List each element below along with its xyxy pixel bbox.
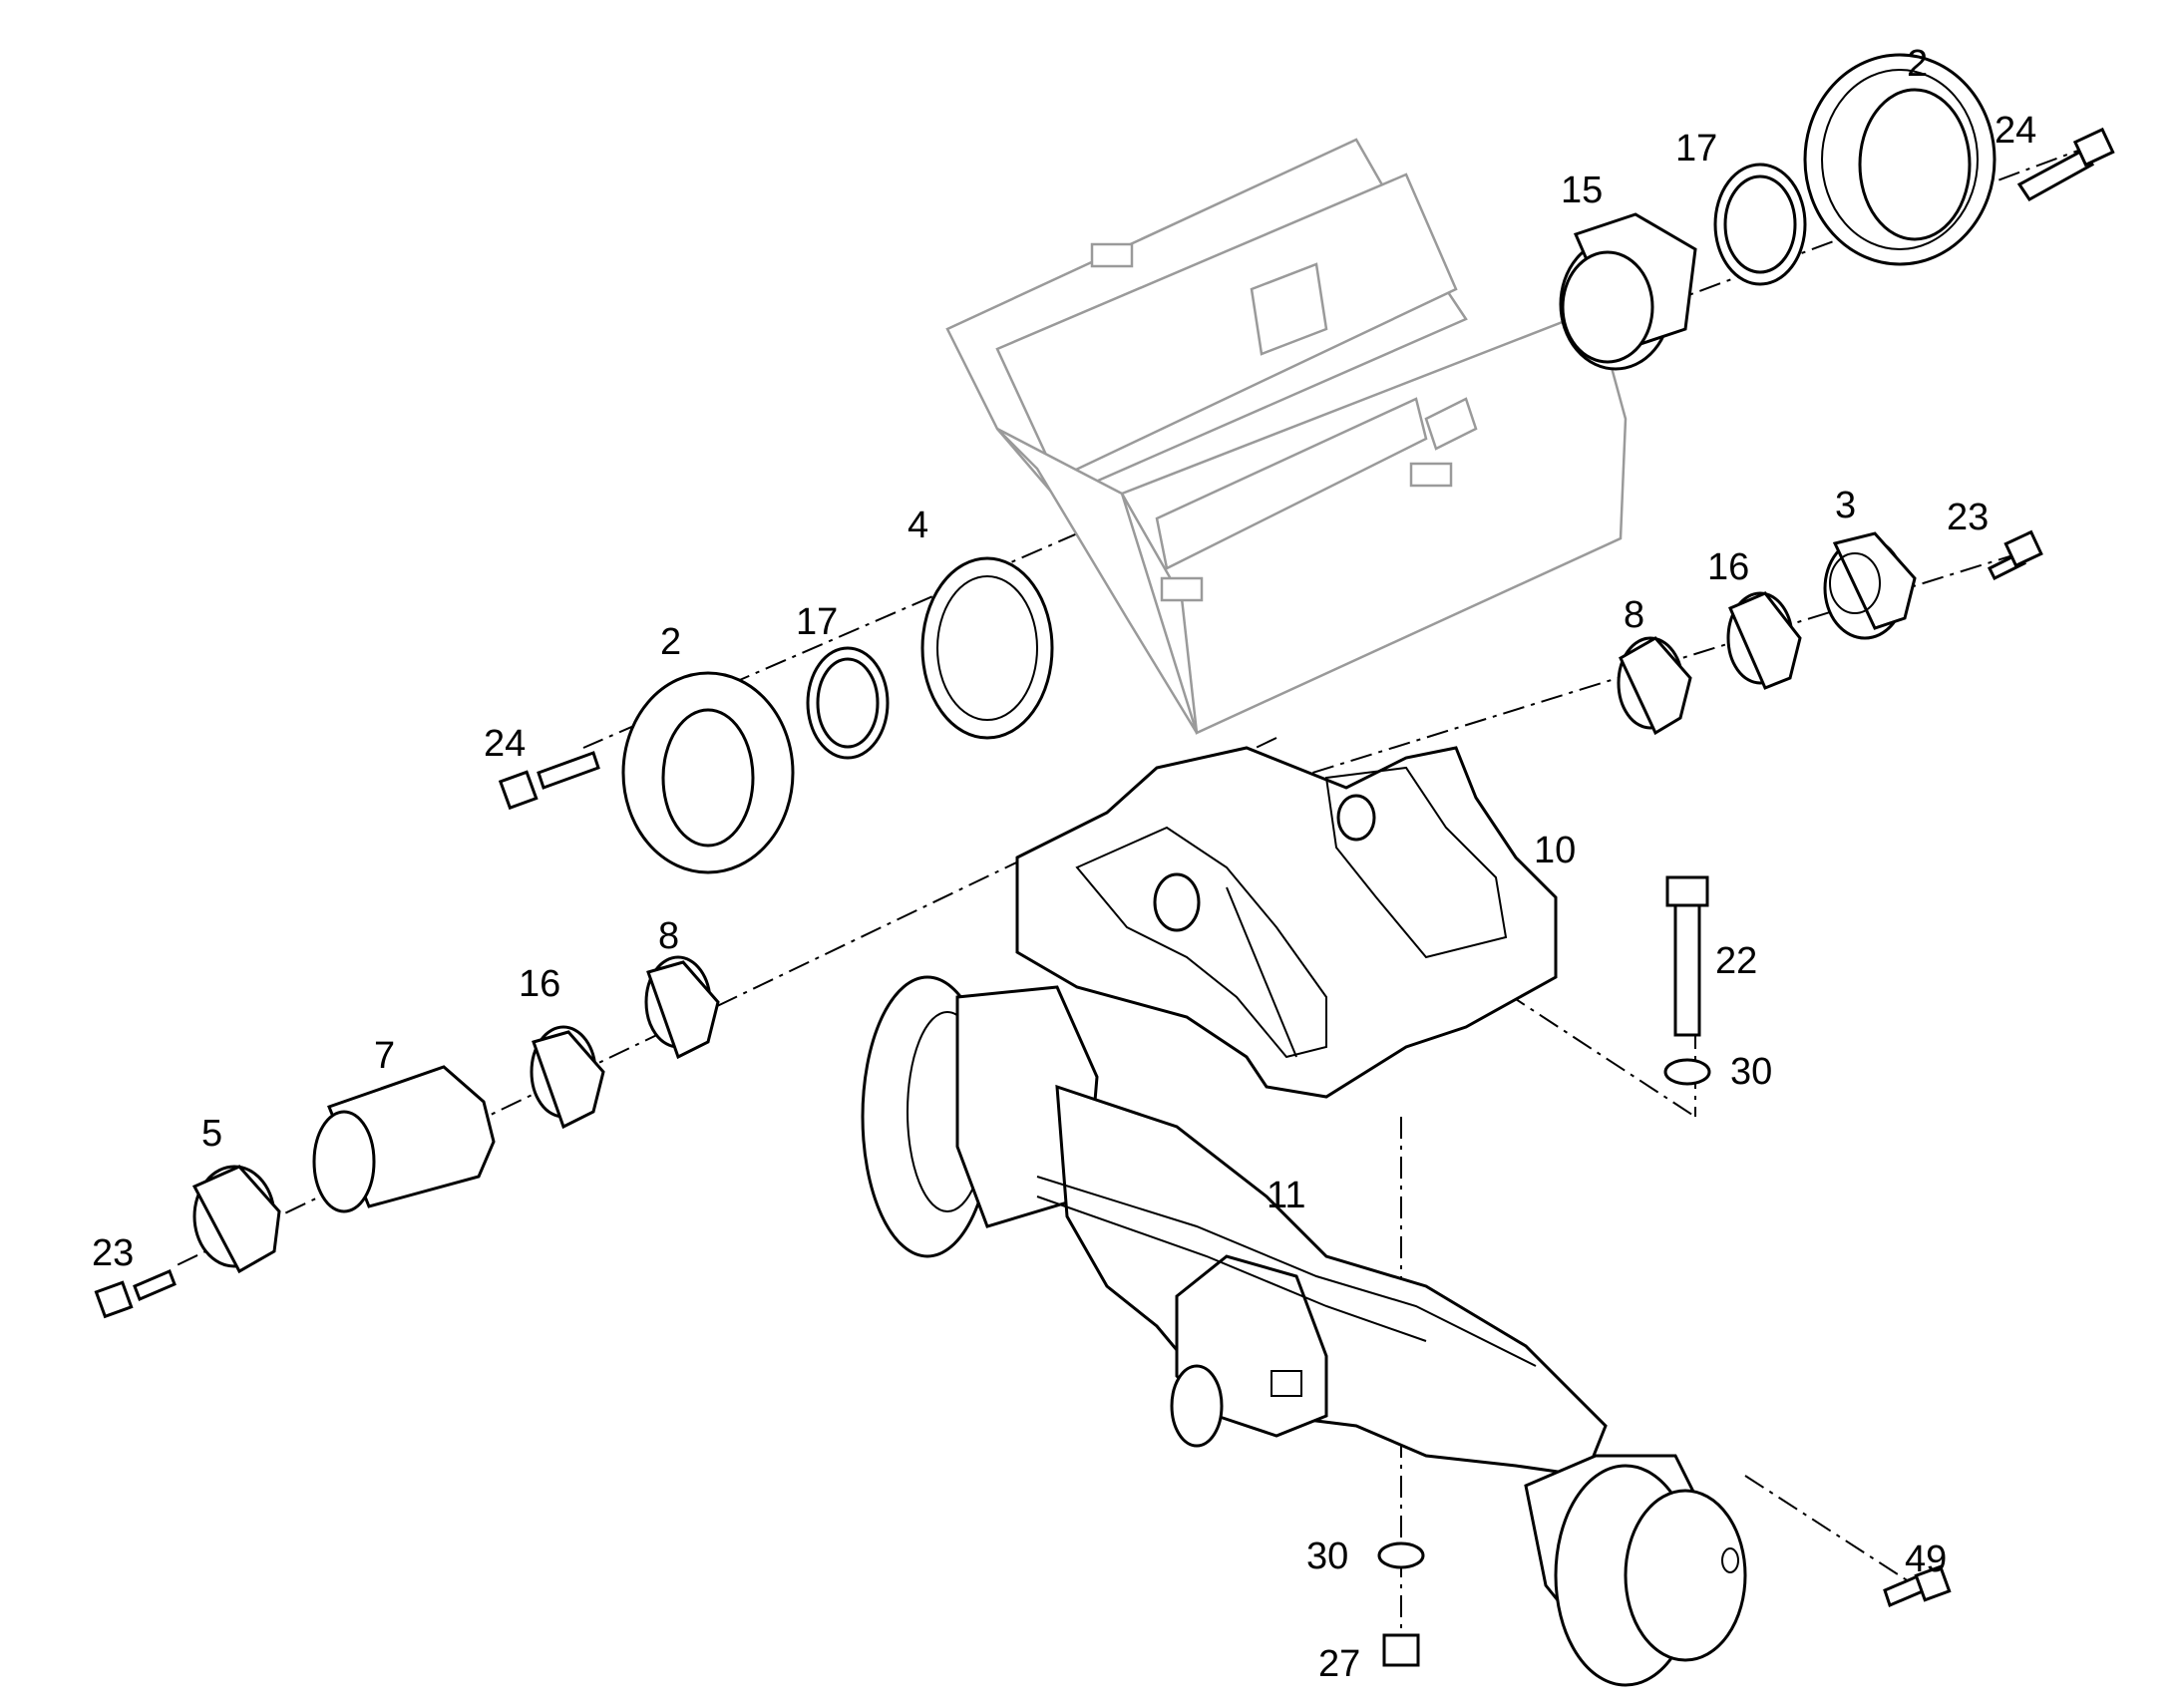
callout-2-left: 2 [660, 621, 682, 663]
callout-27: 27 [1318, 1643, 1361, 1685]
callout-16-left: 16 [519, 963, 561, 1005]
callout-30-right: 30 [1730, 1051, 1773, 1093]
callout-30-bottom: 30 [1306, 1536, 1349, 1577]
callout-24-top: 24 [1995, 110, 2037, 152]
right-bushing-stack [1617, 529, 2043, 736]
callout-17-left: 17 [796, 601, 839, 643]
callout-24-left: 24 [484, 723, 527, 765]
vehicle-frame [945, 138, 1628, 735]
callout-2-top: 2 [1907, 43, 1929, 85]
axle-support-bracket [1015, 746, 1558, 1099]
callout-3: 3 [1835, 485, 1857, 526]
callout-22: 22 [1715, 940, 1758, 982]
callout-23-right: 23 [1947, 497, 1990, 538]
callout-16-right: 16 [1707, 546, 1750, 588]
callout-49: 49 [1905, 1538, 1948, 1580]
left-pin-stack [94, 955, 720, 1319]
callout-17-top: 17 [1675, 128, 1718, 170]
callout-7: 7 [374, 1035, 396, 1077]
fasteners [1377, 875, 1952, 1667]
callout-10: 10 [1534, 830, 1577, 871]
callout-15: 15 [1561, 170, 1604, 211]
callout-23-left: 23 [92, 1232, 135, 1274]
callout-8-right: 8 [1624, 594, 1645, 636]
callout-8-left: 8 [658, 915, 680, 957]
left-flange-stack [498, 556, 1054, 874]
top-right-bearing-stack [1559, 53, 2115, 371]
callout-4: 4 [908, 505, 929, 546]
callout-5: 5 [201, 1113, 223, 1155]
axle-housing [861, 975, 1747, 1687]
callout-11: 11 [1267, 1175, 1306, 1216]
